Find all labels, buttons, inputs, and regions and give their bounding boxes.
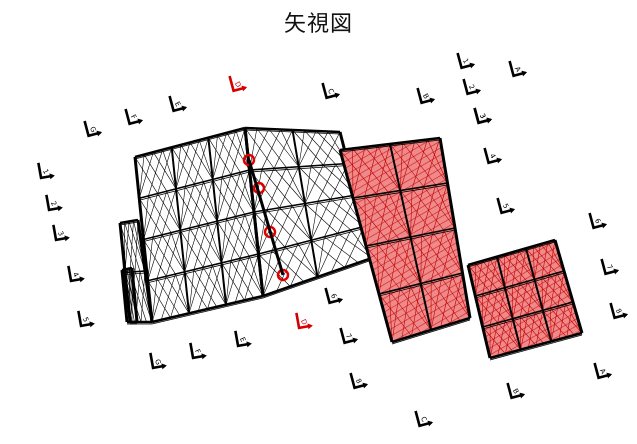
view-marker-label: 6: [329, 292, 338, 300]
view-marker-label: B: [511, 387, 520, 395]
view-marker-label: 3: [478, 112, 487, 120]
view-marker-label: E: [173, 100, 182, 108]
view-marker-label: D: [299, 318, 309, 326]
view-marker-4: 4: [483, 147, 503, 165]
view-marker-3: 3: [473, 107, 493, 125]
highlighted-panel-upper: [338, 136, 472, 345]
view-marker-label: 8: [614, 307, 623, 315]
cut-line: [247, 159, 285, 276]
view-marker-1: 1: [37, 162, 55, 180]
view-marker-C: C: [321, 82, 341, 100]
view-marker-6: 6: [588, 212, 608, 230]
view-marker-label: 6: [593, 217, 602, 225]
view-marker-label: 7: [344, 332, 353, 340]
view-marker-label: F: [129, 113, 138, 120]
view-marker-E: E: [234, 330, 252, 348]
view-marker-label: 7: [605, 263, 614, 271]
view-marker-F: F: [189, 342, 207, 360]
view-marker-B: B: [506, 382, 526, 400]
view-marker-D: D: [228, 75, 248, 93]
view-marker-label: 3: [56, 230, 65, 237]
view-marker-G: G: [83, 120, 103, 138]
view-marker-label: 8: [354, 377, 363, 385]
view-marker-label: F: [193, 348, 202, 355]
view-marker-2: 2: [45, 194, 63, 212]
view-marker-6: 6: [324, 287, 344, 305]
view-marker-label: C: [419, 415, 428, 423]
view-marker-7: 7: [339, 327, 359, 345]
view-marker-label: G: [153, 358, 163, 366]
view-marker-A: A: [593, 362, 613, 380]
view-marker-5: 5: [77, 310, 95, 328]
view-marker-2: 2: [462, 78, 482, 96]
view-marker-label: D: [233, 80, 243, 89]
view-marker-1: 1: [456, 52, 476, 70]
scaffold-structure: [118, 126, 584, 361]
lattice-panel-main: [133, 126, 265, 325]
view-marker-label: A: [513, 65, 522, 73]
view-marker-label: 1: [41, 168, 50, 175]
diagram-title: 矢視図: [283, 12, 353, 37]
view-marker-C: C: [414, 410, 434, 428]
lattice-panel-left-b: [120, 266, 139, 325]
view-marker-label: 1: [461, 57, 470, 65]
view-marker-5: 5: [496, 197, 516, 215]
view-marker-4: 4: [67, 265, 85, 283]
highlighted-panel-lower: [466, 238, 584, 361]
view-marker-D: D: [295, 312, 313, 330]
view-marker-label: 5: [501, 202, 510, 210]
view-marker-A: A: [508, 60, 528, 78]
view-marker-label: G: [88, 125, 98, 134]
section-cut-nodes: [242, 153, 290, 282]
view-marker-label: E: [238, 336, 247, 343]
view-marker-B: B: [416, 87, 436, 105]
view-marker-label: 3: [478, 112, 487, 120]
view-marker-8: 8: [349, 372, 369, 390]
view-marker-3: 3: [52, 224, 70, 242]
view-marker-label: A: [598, 367, 607, 375]
view-marker-label: C: [326, 87, 335, 95]
view-marker-label: 4: [71, 271, 80, 279]
view-marker-label: 2: [49, 200, 58, 207]
view-marker-7: 7: [600, 258, 620, 276]
view-marker-E: E: [168, 95, 188, 113]
view-marker-label: 4: [488, 152, 497, 160]
view-marker-8: 8: [609, 302, 629, 320]
view-marker-label: B: [421, 92, 430, 100]
view-marker-G: G: [149, 352, 167, 370]
view-marker-F: F: [124, 108, 144, 126]
view-marker-label: 2: [467, 83, 476, 91]
view-marker-label: 5: [81, 316, 90, 323]
